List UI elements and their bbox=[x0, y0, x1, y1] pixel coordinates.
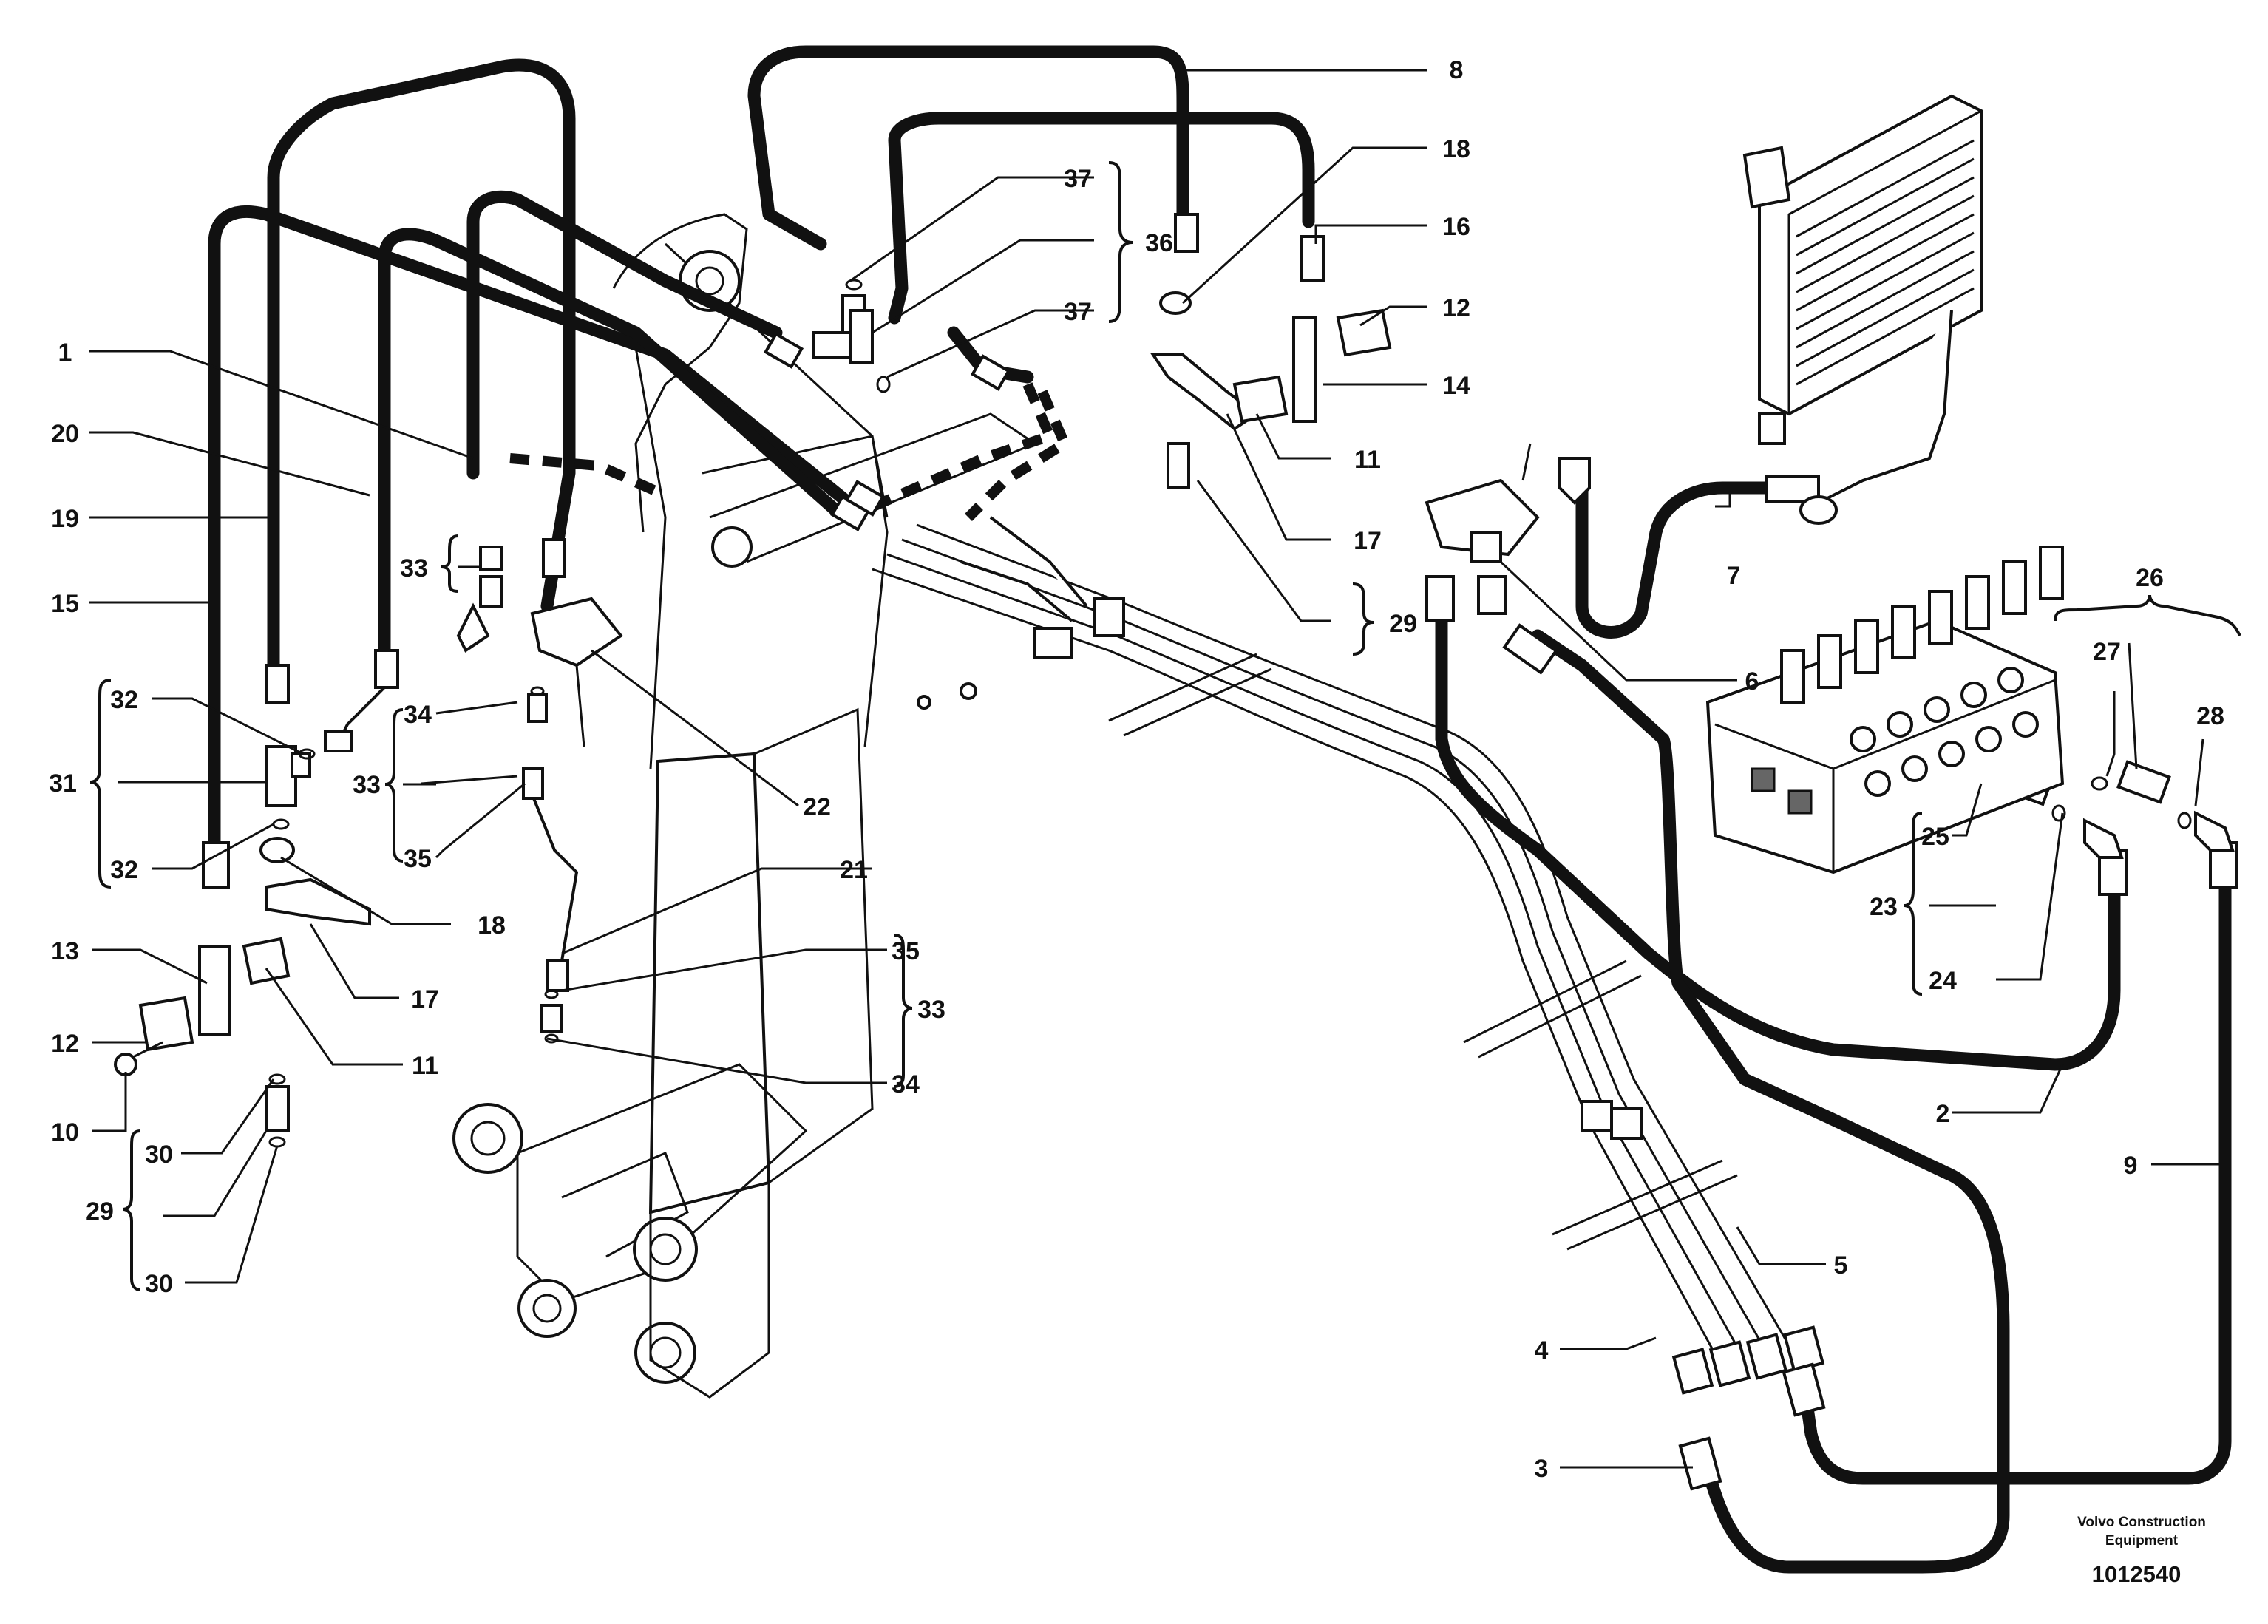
company-name-line1: Volvo Construction bbox=[2077, 1515, 2206, 1530]
callout-6: 6 bbox=[1745, 667, 1759, 696]
callout-37-upper: 37 bbox=[1064, 165, 1092, 193]
callout-3: 3 bbox=[1535, 1455, 1549, 1483]
leader-lines bbox=[89, 69, 2227, 1469]
callout-29-upper: 29 bbox=[1389, 610, 1417, 638]
callout-30-upper: 30 bbox=[145, 1141, 173, 1169]
hose-6 bbox=[1531, 629, 2010, 1574]
callout-18-lower: 18 bbox=[478, 911, 506, 940]
company-name-line2: Equipment bbox=[2105, 1533, 2179, 1549]
callout-22: 22 bbox=[803, 793, 831, 821]
callout-18-upper: 18 bbox=[1442, 135, 1470, 163]
callout-34-lower: 34 bbox=[892, 1070, 920, 1098]
callout-21: 21 bbox=[840, 856, 868, 884]
callout-32-lower: 32 bbox=[110, 856, 138, 884]
callout-7: 7 bbox=[1727, 562, 1741, 590]
callout-35-upper: 35 bbox=[404, 845, 432, 873]
callout-28: 28 bbox=[2196, 702, 2224, 730]
hydraulic-hoses bbox=[208, 45, 2232, 1574]
callout-19: 19 bbox=[51, 505, 79, 533]
hose-16 bbox=[888, 112, 1315, 325]
callout-30-lower: 30 bbox=[145, 1270, 173, 1298]
callout-33-right: 33 bbox=[917, 996, 945, 1024]
hose-15 bbox=[208, 205, 864, 849]
drawing-number: 1012540 bbox=[2092, 1561, 2182, 1587]
oil-cooler bbox=[1742, 94, 1983, 525]
callout-33-top: 33 bbox=[400, 554, 428, 582]
callout-29-lower: 29 bbox=[86, 1197, 114, 1226]
hose-7 bbox=[1575, 466, 1788, 639]
callout-4: 4 bbox=[1535, 1336, 1549, 1365]
hose-1 bbox=[466, 190, 783, 480]
footer: Volvo Construction Equipment 1012540 bbox=[2077, 1515, 2206, 1587]
callout-36: 36 bbox=[1145, 229, 1173, 257]
hose-19 bbox=[267, 58, 576, 672]
hose-2 bbox=[1435, 614, 2121, 1071]
callout-37-lower: 37 bbox=[1064, 298, 1092, 326]
callout-9: 9 bbox=[2124, 1152, 2138, 1180]
boom-structure bbox=[452, 213, 1038, 1399]
callout-8: 8 bbox=[1450, 56, 1464, 84]
callout-33-middle: 33 bbox=[353, 771, 381, 799]
callout-24: 24 bbox=[1929, 967, 1957, 995]
valve-sections bbox=[1780, 546, 2064, 797]
cooler-fins bbox=[1796, 139, 1975, 386]
callout-25: 25 bbox=[1921, 823, 1949, 851]
callout-27: 27 bbox=[2093, 638, 2121, 666]
callout-13: 13 bbox=[51, 937, 79, 965]
callout-5: 5 bbox=[1834, 1251, 1848, 1280]
callout-17-upper: 17 bbox=[1354, 527, 1382, 555]
callout-labels: 1 2 3 4 5 6 7 8 9 10 11 11 12 12 13 14 1… bbox=[49, 56, 2224, 1483]
callout-34-upper: 34 bbox=[404, 701, 432, 729]
callout-11-upper: 11 bbox=[1354, 446, 1381, 474]
callout-12-upper: 12 bbox=[1442, 294, 1470, 322]
callout-31: 31 bbox=[49, 769, 77, 798]
callout-20: 20 bbox=[51, 420, 79, 448]
callout-17-lower: 17 bbox=[411, 985, 439, 1013]
callout-32-upper: 32 bbox=[110, 686, 138, 714]
braces bbox=[89, 161, 2241, 1291]
callout-11-lower: 11 bbox=[412, 1052, 438, 1080]
callout-35-lower: 35 bbox=[892, 937, 920, 965]
callout-14: 14 bbox=[1442, 372, 1470, 400]
callout-15: 15 bbox=[51, 590, 79, 618]
callout-1: 1 bbox=[58, 339, 72, 367]
control-valve-block bbox=[1705, 546, 2065, 874]
hose-20 bbox=[378, 228, 842, 665]
callout-16: 16 bbox=[1442, 213, 1470, 241]
callout-12-lower: 12 bbox=[51, 1030, 79, 1058]
callout-10: 10 bbox=[51, 1118, 79, 1146]
callout-23: 23 bbox=[1870, 893, 1898, 921]
small-parts bbox=[114, 279, 2192, 1148]
callout-26: 26 bbox=[2136, 564, 2164, 592]
callout-2: 2 bbox=[1936, 1100, 1950, 1128]
hose-9 bbox=[1797, 866, 2232, 1485]
